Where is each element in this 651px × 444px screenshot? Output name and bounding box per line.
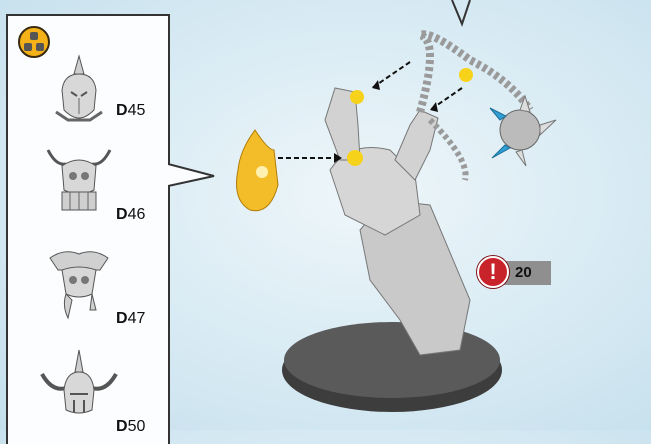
horned-helmet-d50-icon [34,346,124,426]
part-label-d47: D47 [116,310,145,328]
parts-panel: D45 D46 D47 D50 [6,14,170,444]
flail-chain [420,34,530,112]
attach-point [459,68,473,82]
miniature-figure [180,0,651,430]
warning-badge: 20 ! [477,256,553,290]
warning-number: 20 [503,261,551,285]
attach-point [350,90,364,104]
warning-icon: ! [477,256,509,288]
part-label-d45: D45 [116,102,145,120]
part-label-d50: D50 [116,418,145,436]
tusked-skull-d47-icon [34,240,124,320]
horned-skull-d46-icon [34,136,124,216]
helmet-d45-icon [34,52,124,132]
part-label-d46: D46 [116,206,145,224]
attach-point [347,150,363,166]
